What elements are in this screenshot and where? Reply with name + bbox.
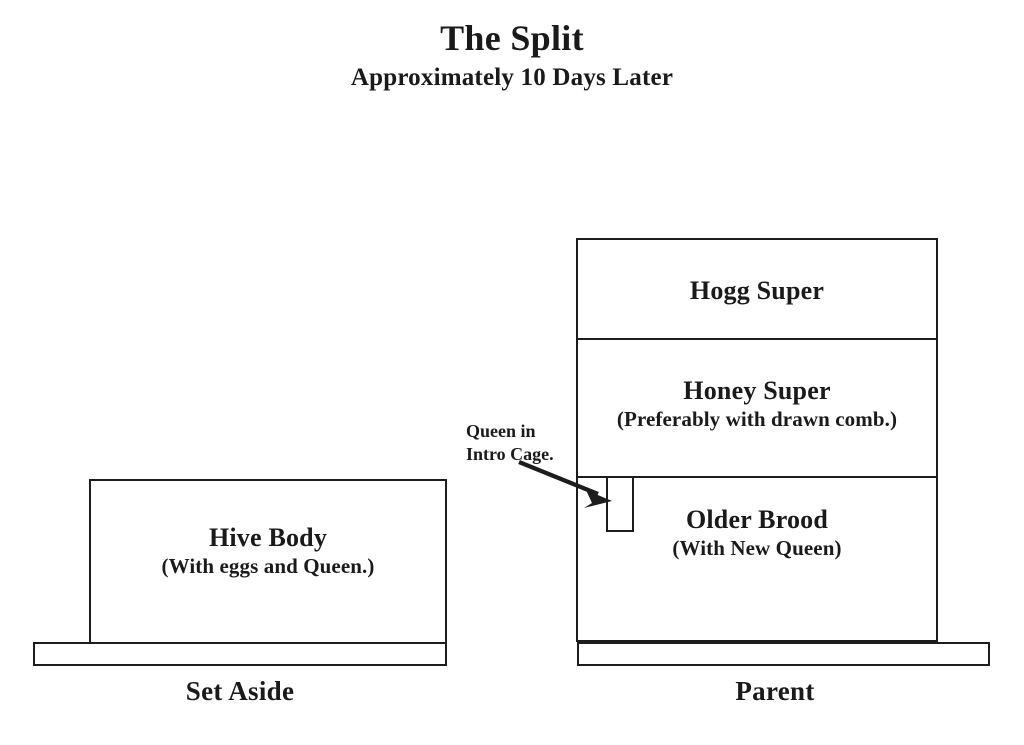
older-brood-label-sub: (With New Queen) — [672, 535, 842, 560]
hive-body-label-main: Hive Body — [208, 523, 328, 552]
parent-caption: Parent — [735, 676, 815, 706]
queen-cage-annotation-line2: Intro Cage. — [466, 444, 554, 465]
page-title: The Split — [440, 18, 584, 58]
queen-intro-cage-box — [606, 478, 634, 532]
honey-super-label: Honey Super (Preferably with drawn comb.… — [578, 376, 936, 431]
hogg-super-label: Hogg Super — [578, 276, 936, 307]
honey-super-label-main: Honey Super — [683, 376, 831, 405]
set-aside-hive-body-box: Hive Body (With eggs and Queen.) — [89, 479, 447, 644]
arrow-down-right-icon — [518, 460, 612, 508]
queen-cage-annotation: Queen in Intro Cage. — [466, 420, 596, 466]
hive-body-label-sub: (With eggs and Queen.) — [161, 553, 375, 578]
honey-super-label-sub: (Preferably with drawn comb.) — [616, 406, 898, 431]
hive-body-label: Hive Body (With eggs and Queen.) — [91, 523, 445, 578]
page-subtitle: Approximately 10 Days Later — [350, 64, 674, 91]
hogg-super-label-main: Hogg Super — [689, 276, 825, 305]
queen-cage-annotation-line1: Queen in — [466, 421, 536, 441]
set-aside-bottom-board — [33, 642, 447, 666]
parent-hogg-super-box: Hogg Super — [576, 238, 938, 340]
set-aside-caption: Set Aside — [185, 676, 295, 706]
parent-honey-super-box: Honey Super (Preferably with drawn comb.… — [576, 340, 938, 478]
parent-bottom-board — [577, 642, 990, 666]
